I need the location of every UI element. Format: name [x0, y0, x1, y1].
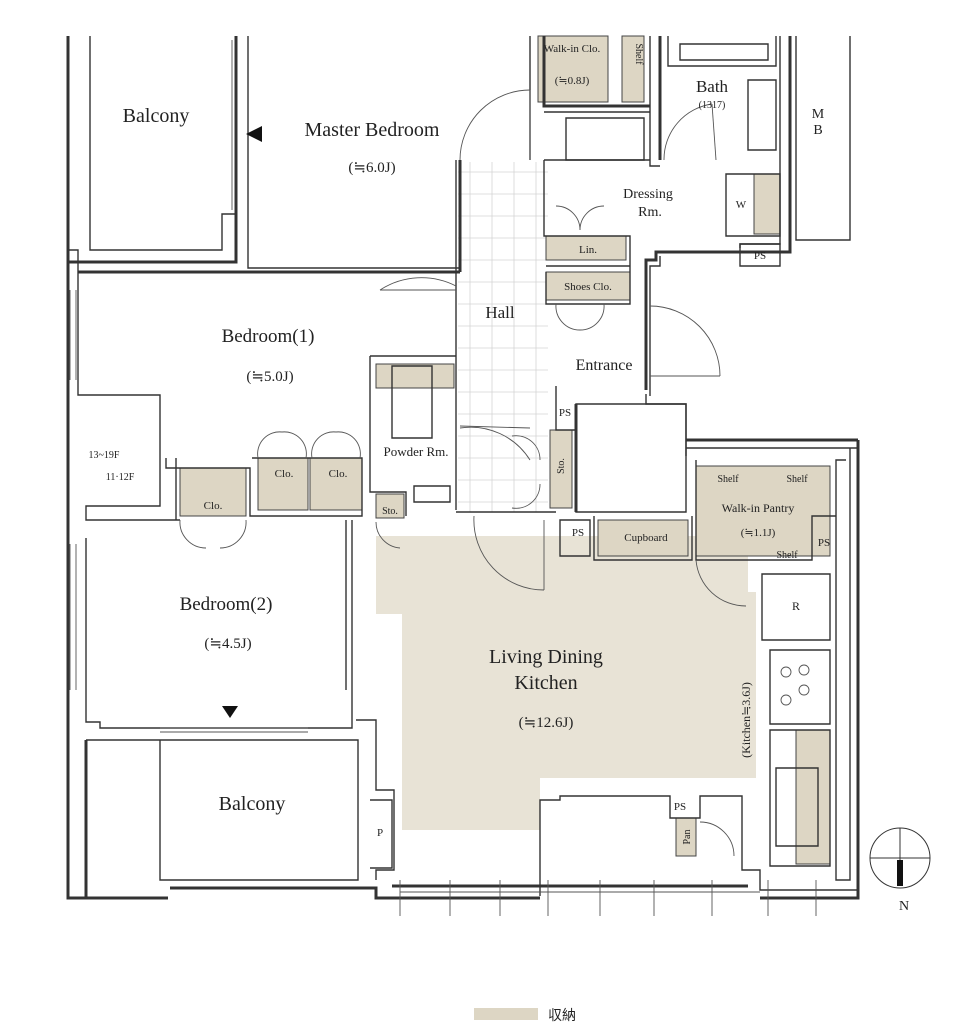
kitchen-size-label: (Kitchen≒3.6J): [739, 682, 753, 758]
p-label: P: [377, 827, 383, 839]
walkin-closet-label: Walk-in Clo.: [544, 43, 601, 55]
bath-label: Bath: [696, 77, 729, 96]
hall-label: Hall: [485, 303, 515, 322]
powder-shelf-fill: [375, 363, 455, 389]
shoes-closet-label: Shoes Clo.: [564, 281, 612, 293]
entrance-label: Entrance: [576, 357, 633, 374]
floor-note-1: 13~19F: [89, 450, 120, 461]
walls: [66, 36, 860, 900]
walkin-pantry-size: (≒1.1J): [741, 527, 776, 539]
north-label: N: [899, 899, 909, 914]
labels: Balcony Master Bedroom (≒6.0J) Walk-in C…: [89, 43, 831, 845]
clo2-label: Clo.: [275, 468, 294, 480]
hall-tiles: [458, 160, 548, 515]
walkin-closet-fill: [537, 35, 609, 103]
ldk-size: (≒12.6J): [519, 715, 574, 731]
balcony-bottom-label: Balcony: [219, 793, 286, 815]
master-bedroom-label: Master Bedroom: [305, 119, 440, 141]
clo2-fill: [257, 457, 309, 511]
sto-vertical-label: Sto.: [556, 458, 567, 474]
kitchen-counter-fill: [795, 729, 831, 865]
sto-small-label: Sto.: [382, 506, 398, 517]
legend: 収納: [474, 1008, 576, 1024]
linen-label: Lin.: [579, 244, 597, 256]
pantry-fill: [695, 465, 831, 557]
legend-label: 収納: [548, 1008, 576, 1024]
mb-label-m: M: [812, 107, 825, 122]
balcony-top-label: Balcony: [123, 105, 190, 127]
walkin-closet-size: (≒0.8J): [555, 75, 590, 87]
ps-mid-label: PS: [572, 527, 584, 539]
bedroom1-label: Bedroom(1): [222, 326, 315, 347]
north-arrow-icon: [897, 860, 903, 886]
bedroom2-size: (≒4.5J): [204, 636, 251, 652]
powder-room-label: Powder Rm.: [384, 444, 449, 459]
w-shelf-fill: [753, 173, 781, 235]
shelf-3-label: Shelf: [776, 550, 798, 561]
storage-areas: [179, 35, 831, 865]
floor-note-2: 11·12F: [106, 472, 135, 483]
shelf-vertical-label: Shelf: [633, 43, 644, 65]
clo3-fill: [309, 457, 363, 511]
entrance-marker-top: [246, 126, 262, 142]
r-label: R: [792, 599, 800, 613]
clo3-label: Clo.: [329, 468, 348, 480]
sto-small-fill: [375, 493, 405, 519]
cupboard-label: Cupboard: [624, 532, 668, 544]
shelf-1-label: Shelf: [717, 474, 739, 485]
legend-swatch: [474, 1008, 538, 1020]
cupboard-fill: [597, 519, 689, 557]
dressing-label: Dressing: [623, 187, 673, 202]
shelf-2-label: Shelf: [786, 474, 808, 485]
pan-label: Pan: [682, 830, 693, 845]
ldk-label-2: Kitchen: [514, 672, 577, 694]
linen-fill: [545, 235, 627, 261]
bedroom2-label: Bedroom(2): [180, 594, 273, 615]
ldk-floor: [376, 536, 756, 830]
entrance-marker-bottom: [222, 706, 238, 718]
doors: [179, 89, 747, 857]
clo1-label: Clo.: [204, 500, 223, 512]
bath-size: (1317): [699, 100, 726, 111]
ldk-label-1: Living Dining: [489, 646, 603, 668]
ps-top-label: PS: [754, 250, 766, 262]
stove-burners: [780, 664, 810, 706]
clo1-fill: [179, 467, 247, 517]
dressing-label-2: Rm.: [638, 205, 662, 220]
ps-right-label: PS: [818, 537, 830, 549]
windows: [69, 40, 817, 916]
w-label: W: [736, 199, 747, 211]
walkin-pantry-label: Walk-in Pantry: [722, 501, 795, 515]
bedroom1-size: (≒5.0J): [246, 369, 293, 385]
ps-entrance-label: PS: [559, 407, 571, 419]
mb-label-b: B: [813, 123, 822, 138]
ps-bottom-label: PS: [674, 801, 686, 813]
shelf-vertical-fill: [621, 35, 645, 103]
north-compass: N: [869, 827, 931, 914]
master-bedroom-size: (≒6.0J): [348, 160, 395, 176]
